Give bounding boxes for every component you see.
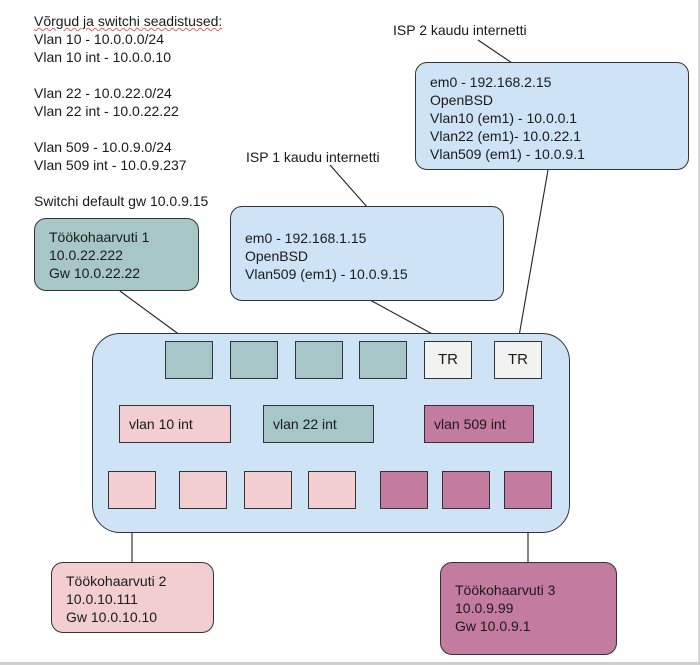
notes-line: Vlan 10 int - 10.0.0.10 xyxy=(34,49,171,65)
workstation-3-line: 10.0.9.99 xyxy=(455,600,514,616)
router-isp1-line: Vlan509 (em1) - 10.0.9.15 xyxy=(245,266,408,282)
switch-port-vlan22[interactable] xyxy=(295,341,343,379)
switch-port-vlan509[interactable] xyxy=(380,471,428,509)
notes-line: Vlan 22 - 10.0.22.0/24 xyxy=(34,85,172,101)
vlan10-interface[interactable]: vlan 10 int xyxy=(119,405,231,443)
switch-port-vlan10[interactable] xyxy=(108,471,156,509)
switch-port-vlan509[interactable] xyxy=(442,471,490,509)
notes-line: Vlan 10 - 10.0.0.0/24 xyxy=(34,31,164,47)
trunk-port[interactable]: TR xyxy=(494,341,542,379)
network-settings-notes: Võrgud ja switchi seadistused: Vlan 10 -… xyxy=(34,12,222,210)
notes-line: Vlan 22 int - 10.0.22.22 xyxy=(34,103,179,119)
notes-title: Võrgud ja switchi seadistused: xyxy=(34,13,223,29)
workstation-1[interactable]: Töökohaarvuti 1 10.0.22.222 Gw 10.0.22.2… xyxy=(34,218,199,291)
switch-port-vlan10[interactable] xyxy=(244,471,292,509)
router-isp2-line: OpenBSD xyxy=(430,92,494,108)
switch-port-vlan509[interactable] xyxy=(504,471,552,509)
workstation-3[interactable]: Töökohaarvuti 3 10.0.9.99 Gw 10.0.9.1 xyxy=(440,562,617,655)
workstation-2[interactable]: Töökohaarvuti 2 10.0.10.111 Gw 10.0.10.1… xyxy=(51,562,214,633)
isp2-label-connector xyxy=(477,39,513,64)
switch-port-vlan10[interactable] xyxy=(179,471,227,509)
router-isp2[interactable]: em0 - 192.168.2.15 OpenBSD Vlan10 (em1) … xyxy=(415,62,689,170)
vlan509-interface[interactable]: vlan 509 int xyxy=(424,405,534,443)
bottom-edge xyxy=(0,662,700,665)
switch-port-vlan10[interactable] xyxy=(308,471,356,509)
switch-port-vlan22[interactable] xyxy=(359,341,407,379)
isp1-label: ISP 1 kaudu internetti xyxy=(246,149,380,165)
workstation-1-line: Töökohaarvuti 1 xyxy=(49,229,150,245)
isp1-label-connector xyxy=(329,164,369,209)
router-isp2-line: Vlan10 (em1) - 10.0.0.1 xyxy=(430,110,578,126)
router-isp1-line: OpenBSD xyxy=(245,248,309,264)
notes-line: Vlan 509 int - 10.0.9.237 xyxy=(34,157,187,173)
isp2-label: ISP 2 kaudu internetti xyxy=(393,22,527,38)
workstation-3-line: Töökohaarvuti 3 xyxy=(455,582,556,598)
workstation-1-line: 10.0.22.222 xyxy=(49,247,123,263)
router-isp1-line: em0 - 192.168.1.15 xyxy=(245,230,367,246)
router-isp1[interactable]: em0 - 192.168.1.15 OpenBSD Vlan509 (em1)… xyxy=(230,206,504,301)
workstation-2-line: Gw 10.0.10.10 xyxy=(66,609,158,625)
workstation-3-line: Gw 10.0.9.1 xyxy=(455,618,531,634)
router-isp2-line: Vlan22 (em1)- 10.0.22.1 xyxy=(430,128,581,144)
workstation-2-line: 10.0.10.111 xyxy=(66,591,138,607)
vlan22-interface[interactable]: vlan 22 int xyxy=(263,405,374,443)
router-isp2-line: Vlan509 (em1) - 10.0.9.1 xyxy=(430,146,585,162)
router2-trunk-link xyxy=(517,169,549,343)
trunk-port[interactable]: TR xyxy=(424,341,472,379)
workstation-1-line: Gw 10.0.22.22 xyxy=(49,265,141,281)
switch-port-vlan22[interactable] xyxy=(165,341,213,379)
notes-line: Vlan 509 - 10.0.9.0/24 xyxy=(34,139,172,155)
notes-line: Switchi default gw 10.0.9.15 xyxy=(34,193,209,209)
right-edge xyxy=(698,0,700,665)
switch-port-vlan22[interactable] xyxy=(230,341,278,379)
router-isp2-line: em0 - 192.168.2.15 xyxy=(430,74,552,90)
workstation-2-line: Töökohaarvuti 2 xyxy=(66,573,167,589)
